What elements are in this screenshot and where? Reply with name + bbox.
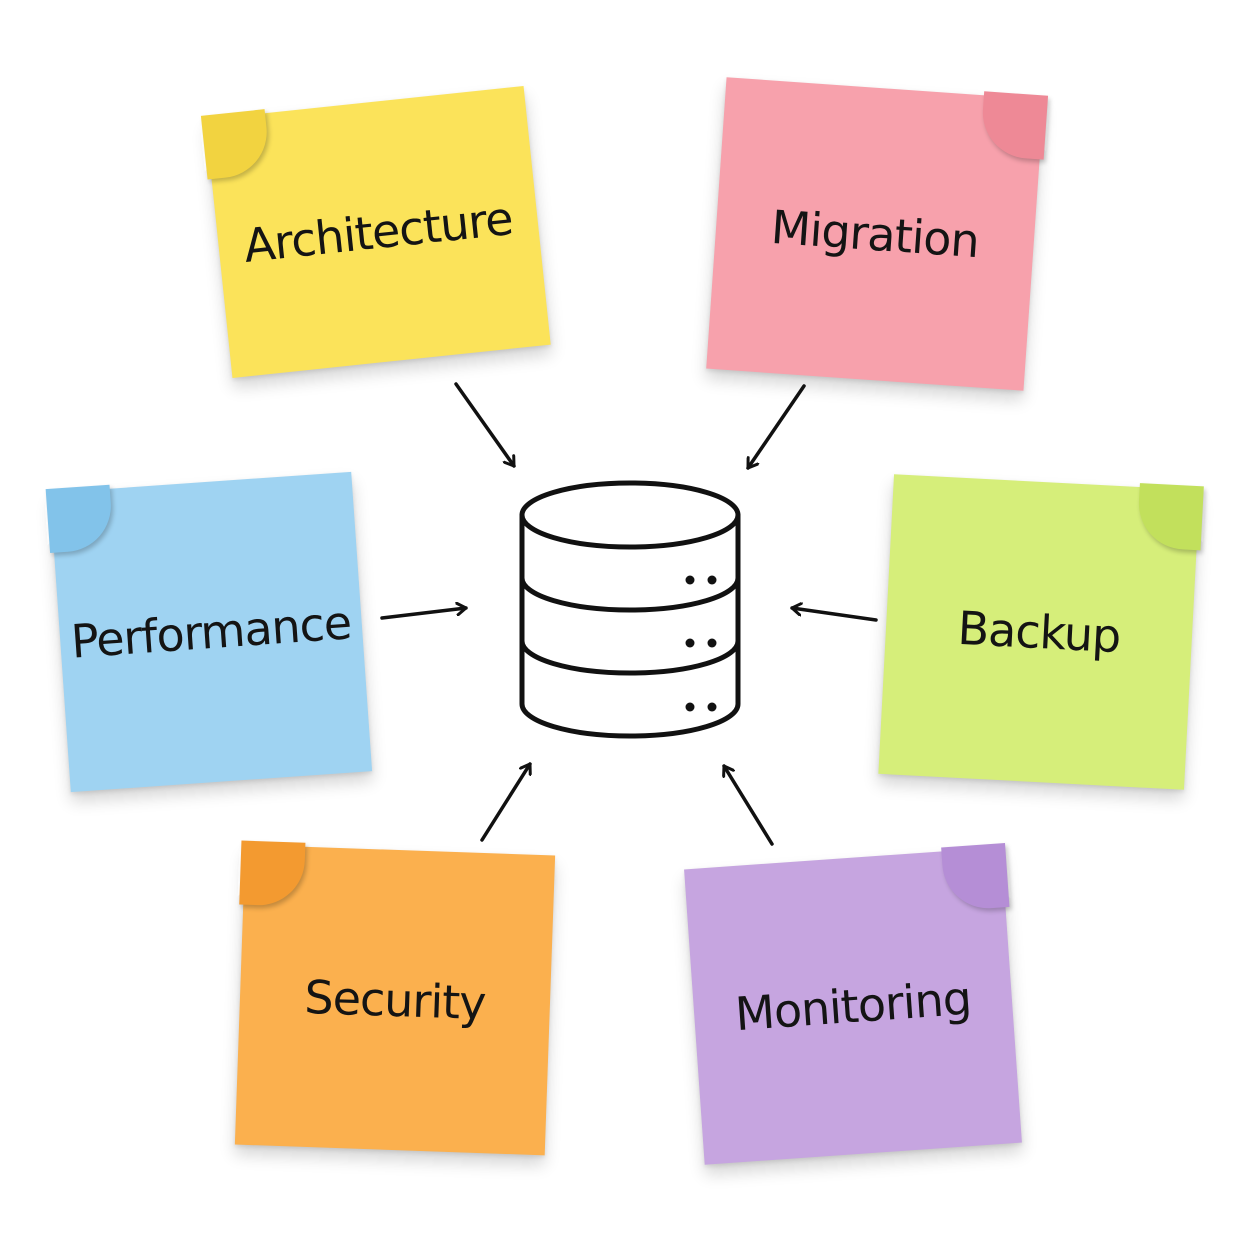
folded-corner [979,91,1049,160]
arrow-security [480,762,530,842]
folded-corner [941,842,1010,912]
folded-corner [1136,483,1204,551]
note-label-security: Security [303,969,487,1031]
note-label-backup: Backup [956,600,1122,664]
folded-corner [200,109,272,180]
database-icon [519,480,741,739]
note-label-monitoring: Monitoring [733,970,973,1042]
note-monitoring: Monitoring [684,847,1022,1165]
folded-corner [239,840,306,907]
note-label-migration: Migration [769,199,981,269]
note-backup: Backup [878,474,1199,790]
note-security: Security [234,845,556,1156]
note-performance: Performance [50,471,373,793]
arrow-monitoring [724,764,774,846]
folded-corner [45,484,114,554]
note-label-performance: Performance [69,595,353,669]
arrow-architecture [454,382,516,468]
arrow-migration [746,384,806,470]
note-migration: Migration [706,77,1044,391]
arrow-backup [790,608,878,622]
note-label-architecture: Architecture [241,191,515,273]
arrow-performance [380,608,468,620]
note-architecture: Architecture [205,85,551,379]
